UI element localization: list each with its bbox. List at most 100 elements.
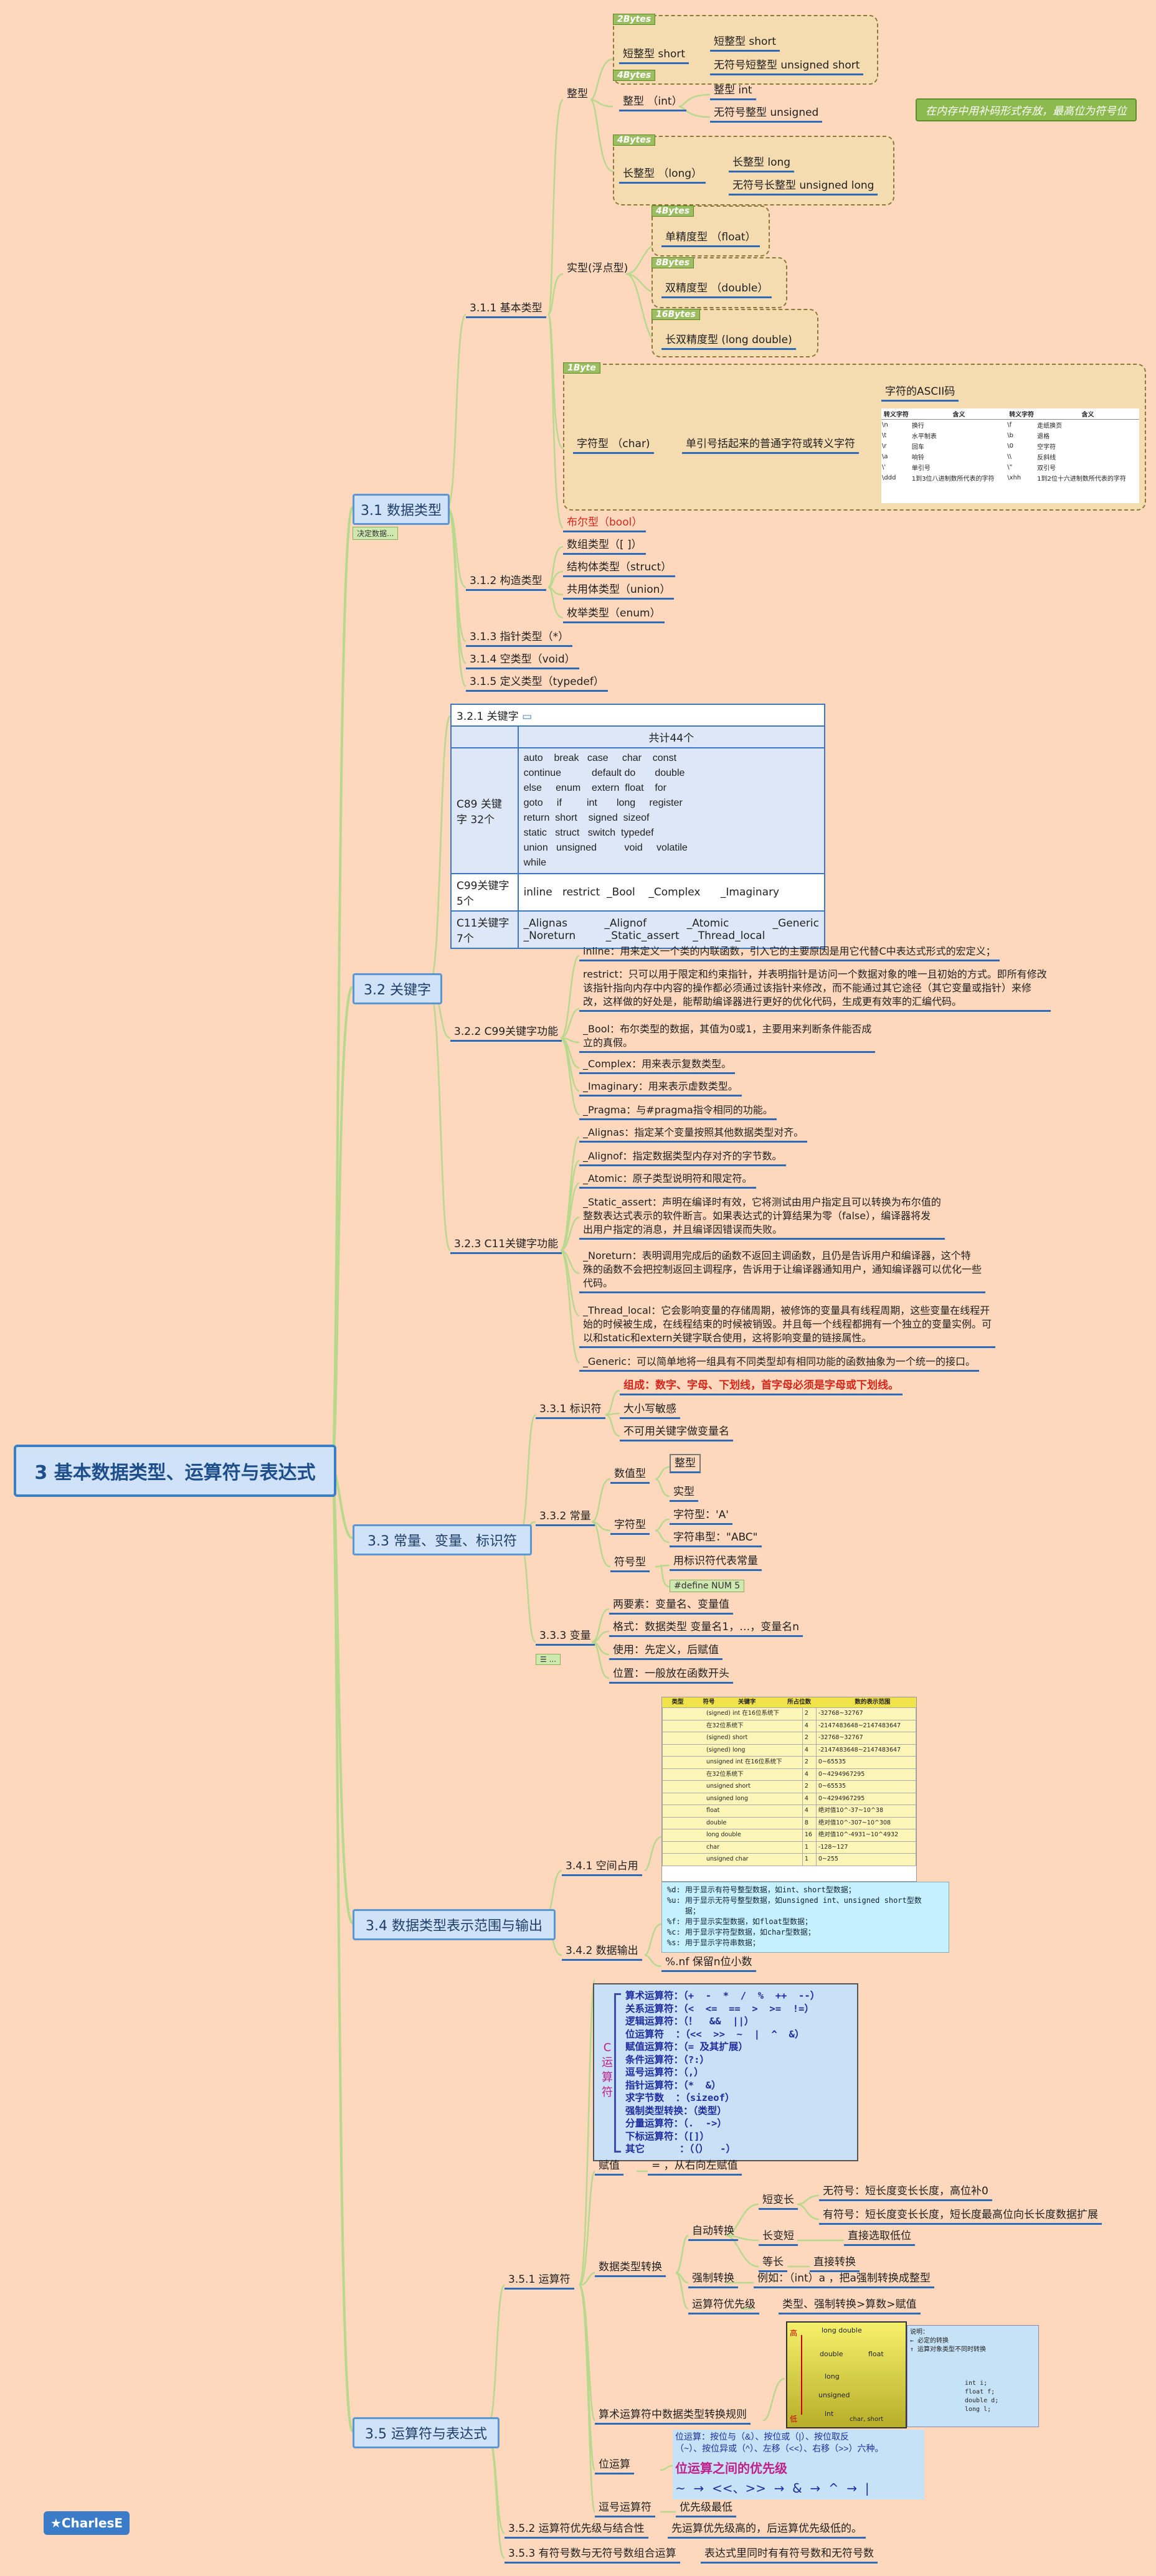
node-short-a[interactable]: 短整型 short	[710, 34, 780, 52]
op-l2s[interactable]: 长变短	[759, 2228, 798, 2246]
node-3-2-3[interactable]: 3.2.3 C11关键字功能	[450, 1236, 562, 1254]
node-long[interactable]: 长整型 （long）	[619, 166, 706, 184]
section-3-1[interactable]: 3.1 数据类型	[353, 494, 450, 525]
range-h-kw: 关键字	[737, 1699, 756, 1706]
node-3-1-4[interactable]: 3.1.4 空类型（void）	[466, 651, 579, 669]
node-long-a[interactable]: 长整型 long	[729, 154, 795, 172]
const-num-b[interactable]: 实型	[670, 1484, 698, 1502]
const-chr-b[interactable]: 字符串型："ABC"	[670, 1529, 762, 1547]
const-num[interactable]: 数值型	[610, 1466, 650, 1484]
op-s2l-a[interactable]: 无符号：短长度变长长度，高位补0	[819, 2183, 992, 2201]
op-assign-desc[interactable]: = ，从右向左赋值	[648, 2158, 742, 2176]
node-3-4-1[interactable]: 3.4.1 空间占用	[562, 1858, 642, 1876]
bit-op-desc: 位运算：按位与（&）、按位或（|）、按位取反 （~）、按位异或（^）、左移（<<…	[675, 2432, 884, 2453]
section-3-4[interactable]: 3.4 数据类型表示范围与输出	[353, 1909, 556, 1940]
op-prio-a[interactable]: 类型、强制转换>算数>赋值	[779, 2296, 921, 2314]
const-chr[interactable]: 字符型	[610, 1517, 650, 1535]
kw-generic[interactable]: _Generic：可以简单地将一组具有不同类型却有相同功能的函数抽象为一个统一的…	[579, 1354, 980, 1372]
node-3-1-5[interactable]: 3.1.5 定义类型（typedef）	[466, 674, 608, 692]
node-int-a[interactable]: 整型 int	[710, 82, 756, 100]
op-eq-a[interactable]: 直接转换	[810, 2254, 860, 2272]
const-chr-a[interactable]: 字符型：'A'	[670, 1507, 732, 1525]
node-float[interactable]: 单精度型 （float）	[661, 229, 760, 247]
kw-pragma[interactable]: _Pragma：与#pragma指令相同的功能。	[579, 1102, 777, 1120]
kw-alignas[interactable]: _Alignas：指定某个变量按照其他数据类型对齐。	[579, 1125, 808, 1143]
op-comma[interactable]: 逗号运算符	[595, 2499, 655, 2517]
node-3-1-1[interactable]: 3.1.1 基本类型	[466, 300, 546, 318]
section-3-3[interactable]: 3.3 常量、变量、标识符	[353, 1524, 532, 1555]
node-int-b[interactable]: 无符号整型 unsigned	[710, 105, 823, 123]
node-zhengxing[interactable]: 整型	[567, 88, 588, 100]
section-3-5[interactable]: 3.5 运算符与表达式	[353, 2417, 500, 2448]
kw-thread-local[interactable]: _Thread_local：它会影响变量的存储周期，被修饰的变量具有线程周期，这…	[579, 1303, 996, 1348]
const-sym[interactable]: 符号型	[610, 1554, 650, 1572]
ident-rule-3[interactable]: 不可用关键字做变量名	[620, 1423, 733, 1441]
node-short[interactable]: 短整型 short	[619, 46, 689, 64]
node-struct[interactable]: 结构体类型（struct）	[563, 559, 676, 577]
node-char[interactable]: 字符型 （char)	[573, 436, 654, 454]
node-3-5-2-a[interactable]: 先运算优先级高的，后运算优先级低的。	[668, 2521, 866, 2539]
range-cell: 4	[802, 1792, 817, 1805]
kw-complex[interactable]: _Complex：用来表示复数类型。	[579, 1056, 736, 1074]
var-1[interactable]: 两要素：变量名、变量值	[609, 1597, 733, 1615]
var-3[interactable]: 使用：先定义，后赋值	[609, 1642, 722, 1660]
node-3-5-2[interactable]: 3.5.2 运算符优先级与结合性	[505, 2521, 648, 2539]
op-conv[interactable]: 数据类型转换	[595, 2259, 666, 2277]
op-auto[interactable]: 自动转换	[688, 2223, 738, 2241]
node-int[interactable]: 整型 （int）	[619, 93, 686, 111]
ident-rule-1[interactable]: 组成：数字、字母、下划线，首字母必须是字母或下划线。	[620, 1377, 903, 1395]
ident-rule-2[interactable]: 大小写敏感	[620, 1401, 680, 1419]
kw-inline[interactable]: inline：用来定义一个类的内联函数，引入它的主要原因是用它代替C中表达式形式…	[579, 943, 1000, 961]
section-3-2[interactable]: 3.2 关键字	[353, 973, 442, 1004]
node-3-5-1[interactable]: 3.5.1 运算符	[505, 2272, 574, 2290]
const-num-a[interactable]: 整型	[670, 1454, 701, 1473]
root-topic[interactable]: 3 基本数据类型、运算符与表达式	[14, 1445, 336, 1497]
op-prio[interactable]: 运算符优先级	[688, 2296, 759, 2314]
node-3-3-3[interactable]: 3.3.3 变量	[536, 1628, 595, 1646]
node-ascii[interactable]: 字符的ASCII码	[881, 384, 959, 402]
kw-alignof[interactable]: _Alignof：指定数据类型内存对齐的字节数。	[579, 1148, 786, 1166]
op-force-ex[interactable]: 例如：（int）a ，把a强制转换成整型	[754, 2270, 934, 2288]
node-3-4-2[interactable]: 3.4.2 数据输出	[562, 1943, 642, 1961]
op-l2s-a[interactable]: 直接选取低位	[844, 2228, 915, 2246]
kw-restrict[interactable]: restrict：只可以用于限定和约束指针，并表明指针是访问一个数据对象的唯一且…	[579, 966, 1051, 1012]
kw-imaginary[interactable]: _Imaginary：用来表示虚数类型。	[579, 1078, 742, 1097]
var-2[interactable]: 格式：数据类型 变量名1，…，变量名n	[609, 1619, 803, 1637]
range-cell: 绝对值10^-307~10^308	[815, 1816, 917, 1829]
node-enum[interactable]: 枚举类型（enum）	[563, 605, 665, 623]
format-nf[interactable]: %.nf 保留n位小数	[661, 1954, 756, 1972]
var-4[interactable]: 位置：一般放在函数开头	[609, 1666, 733, 1684]
kw-atomic[interactable]: _Atomic：原子类型说明符和限定符。	[579, 1171, 756, 1189]
node-double[interactable]: 双精度型 （double）	[661, 280, 772, 298]
node-char-desc[interactable]: 单引号括起来的普通字符或转义字符	[682, 436, 859, 454]
node-union[interactable]: 共用体类型（union）	[563, 582, 675, 600]
node-3-5-3-a[interactable]: 表达式里同时有有符号数和无符号数	[701, 2545, 878, 2564]
kw-bool[interactable]: _Bool：布尔类型的数据，其值为0或1，主要用来判断条件能否成 立的真假。	[579, 1021, 876, 1053]
node-3-2-1[interactable]: 3.2.1 关键字	[457, 710, 519, 723]
node-shixing[interactable]: 实型(浮点型)	[567, 262, 628, 275]
op-eq[interactable]: 等长	[759, 2254, 787, 2272]
op-bit[interactable]: 位运算	[595, 2456, 634, 2475]
node-3-2-2[interactable]: 3.2.2 C99关键字功能	[450, 1024, 562, 1042]
node-short-b[interactable]: 无符号短整型 unsigned short	[710, 57, 864, 75]
node-3-1-3[interactable]: 3.1.3 指针类型（*）	[466, 629, 573, 647]
op-rule[interactable]: 算术运算符中数据类型转换规则	[595, 2407, 751, 2425]
kw-static-assert[interactable]: _Static_assert：声明在编译时有效，它将测试由用户指定且可以转换为布…	[579, 1194, 945, 1240]
op-comma-a[interactable]: 优先级最低	[676, 2499, 736, 2517]
op-s2l-b[interactable]: 有符号：短长度变长长度，短长度最高位向长长度数据扩展	[819, 2207, 1102, 2225]
kw-noreturn[interactable]: _Noreturn：表明调用完成后的函数不返回主调函数，且仍是告诉用户和编译器，…	[579, 1248, 986, 1293]
node-ldouble[interactable]: 长双精度型 (long double)	[661, 332, 796, 350]
op-s2l[interactable]: 短变长	[759, 2192, 798, 2210]
node-3-5-3[interactable]: 3.5.3 有符号数与无符号数组合运算	[505, 2545, 680, 2564]
node-long-b[interactable]: 无符号长整型 unsigned long	[729, 177, 878, 196]
op-assign[interactable]: 赋值	[595, 2158, 623, 2176]
const-sym-a[interactable]: 用标识符代表常量	[670, 1553, 762, 1571]
op-force[interactable]: 强制转换	[688, 2270, 738, 2288]
node-array[interactable]: 数组类型（[ ]）	[563, 537, 646, 555]
node-3-1-2[interactable]: 3.1.2 构造类型	[466, 573, 546, 591]
node-bool[interactable]: 布尔型（bool）	[563, 514, 647, 532]
node-3-3-2[interactable]: 3.3.2 常量	[536, 1508, 595, 1526]
node-3-3-1[interactable]: 3.3.1 标识符	[536, 1401, 605, 1419]
